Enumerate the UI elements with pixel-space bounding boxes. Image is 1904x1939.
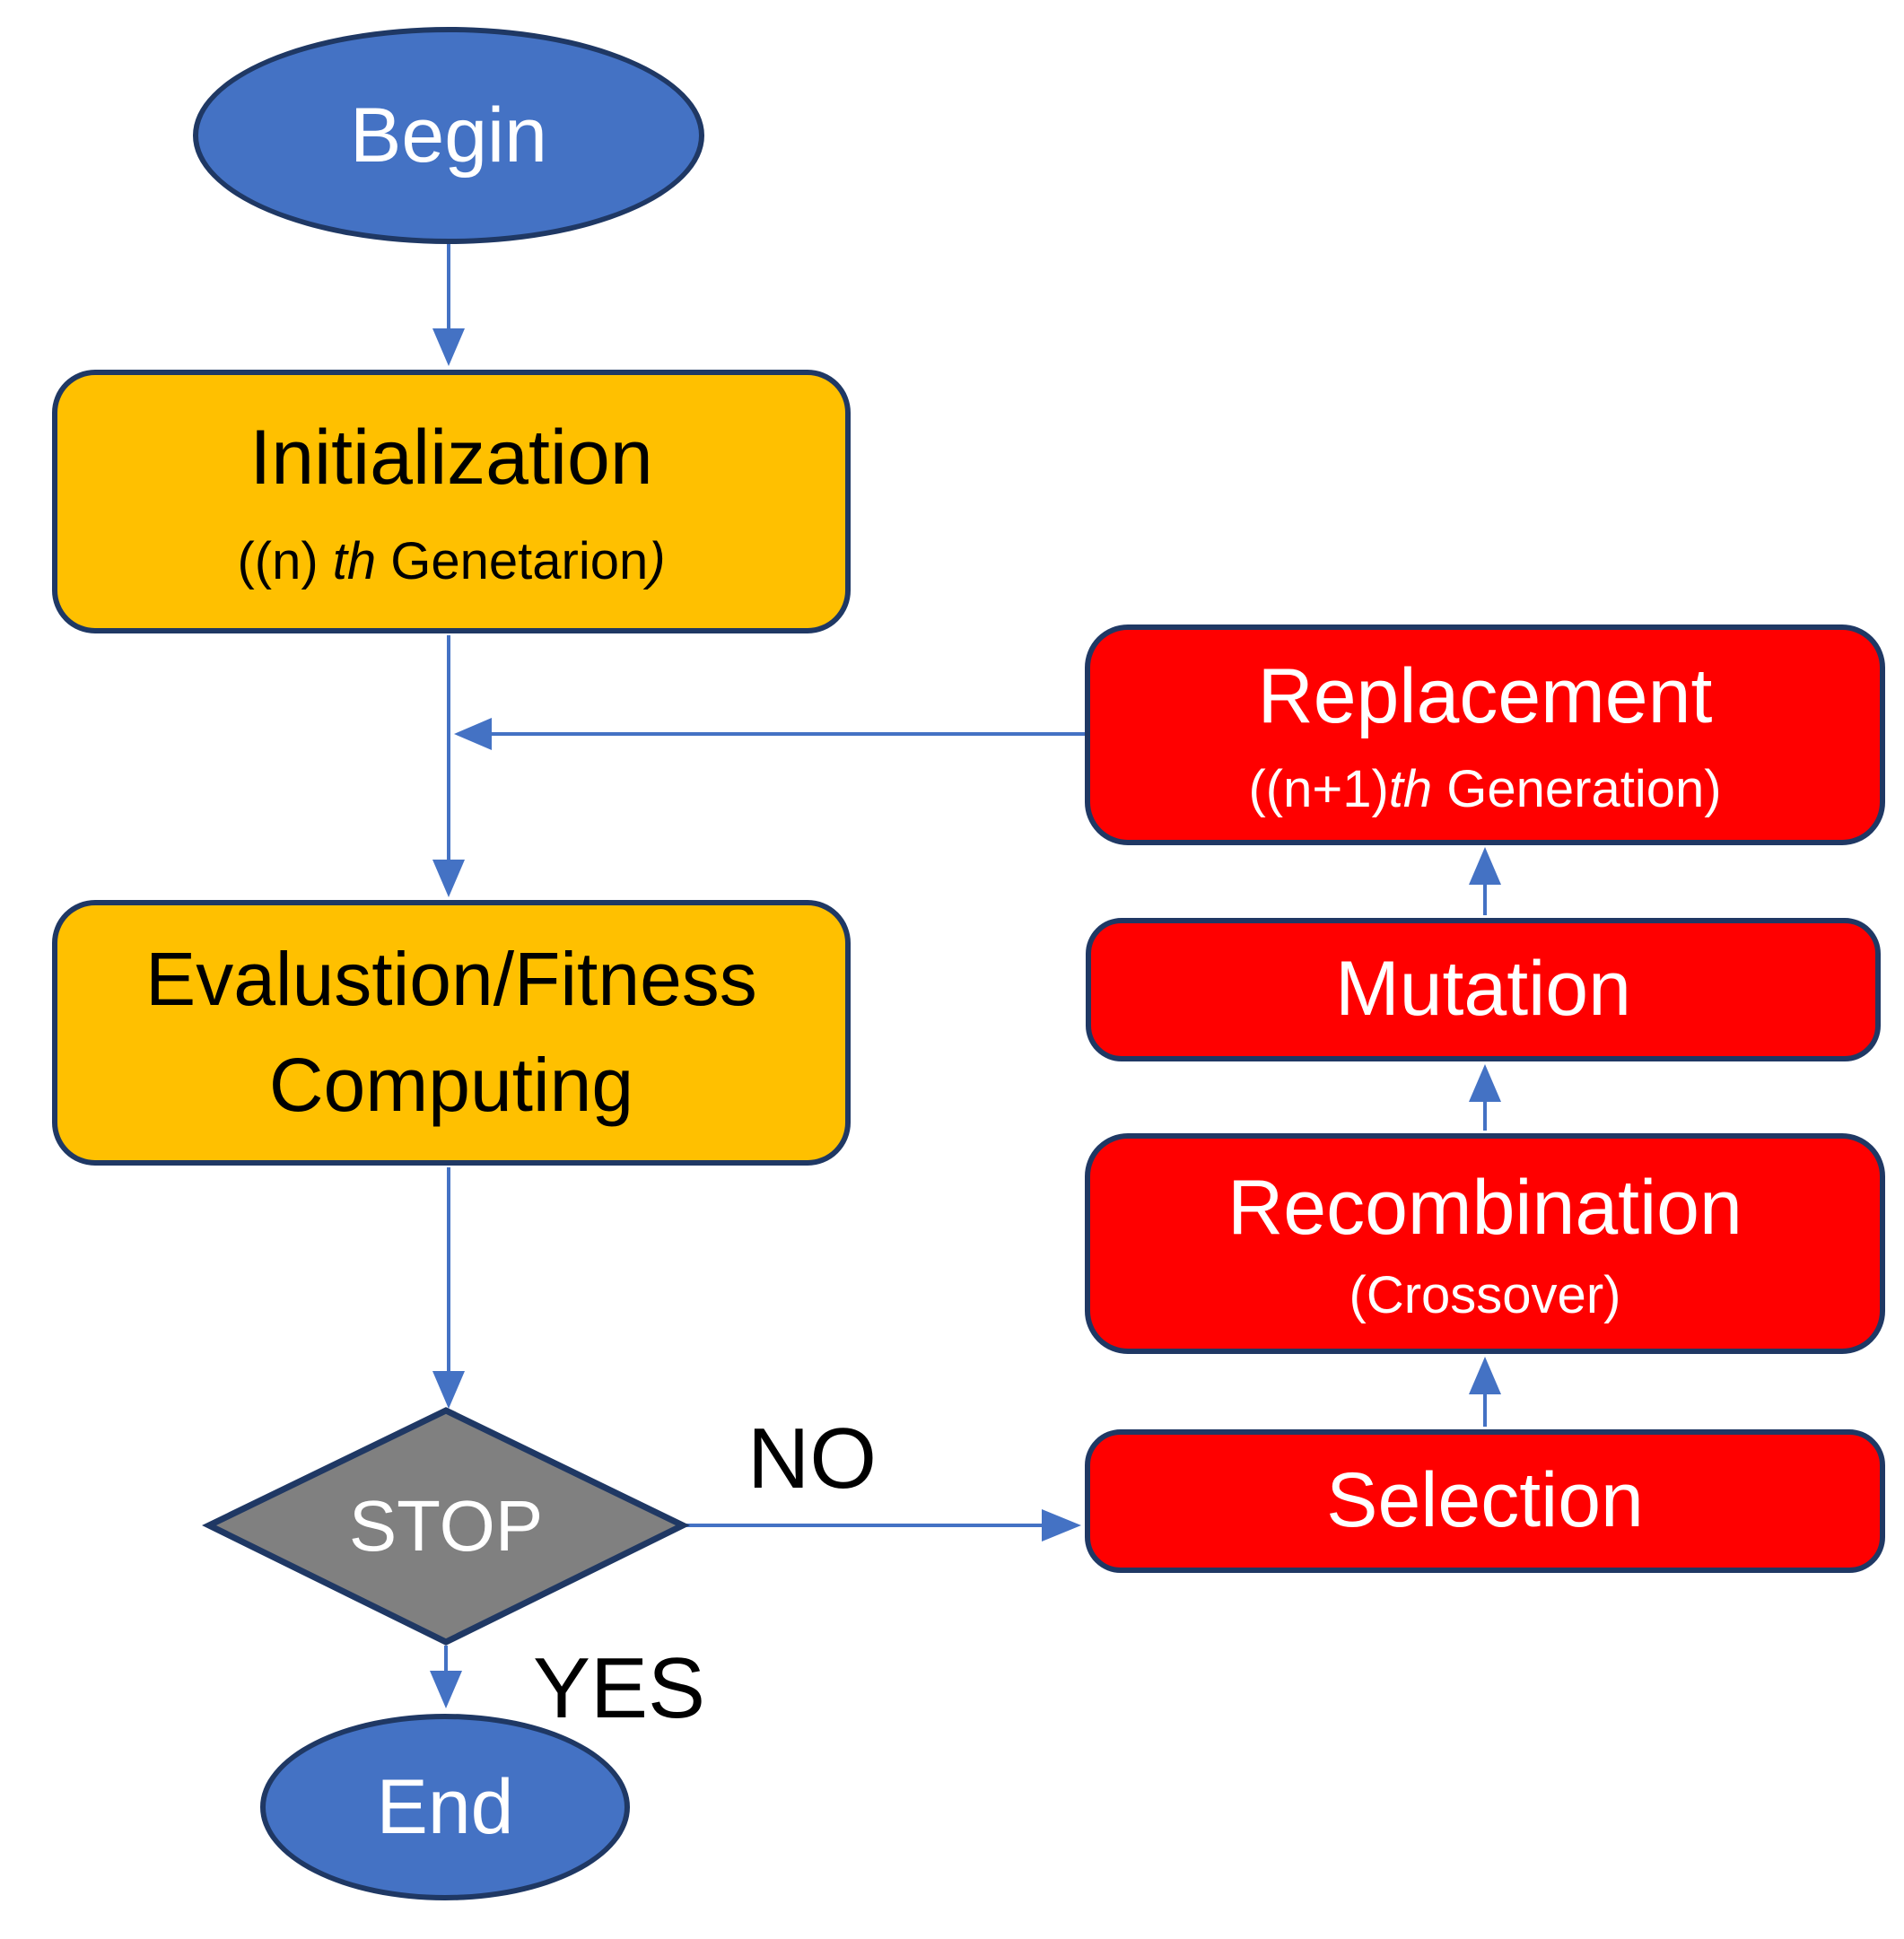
edge-recombination-to-mutation — [1469, 1064, 1501, 1131]
yes-branch-label: YES — [532, 1640, 706, 1736]
initialization-title: Initialization — [249, 415, 653, 502]
mutation-title: Mutation — [1335, 946, 1631, 1033]
recombination-node: Recombination (Crossover) — [1085, 1133, 1885, 1354]
selection-node: Selection — [1085, 1429, 1885, 1573]
subtitle-italic-text: th — [1388, 759, 1433, 818]
recombination-title: Recombination — [1227, 1165, 1742, 1252]
stop-decision-diamond — [202, 1407, 690, 1646]
mutation-node: Mutation — [1086, 918, 1881, 1061]
arrowhead-down-icon — [432, 328, 465, 366]
arrowhead-down-icon — [432, 860, 465, 897]
end-label: End — [376, 1763, 514, 1850]
subtitle-text: ((n+1) — [1248, 759, 1389, 818]
arrowhead-down-icon — [430, 1671, 462, 1708]
subtitle-text: Generation) — [1432, 759, 1722, 818]
stop-label: STOP — [348, 1486, 544, 1566]
arrowhead-left-icon — [454, 718, 492, 750]
edge-replacement-to-junction — [454, 718, 1085, 750]
arrowhead-right-icon — [1042, 1509, 1081, 1542]
replacement-node: Replacement ((n+1)th Generation) — [1085, 624, 1885, 845]
evaluation-node: Evalustion/Fitness Computing — [52, 900, 851, 1166]
edge-begin-to-initialization — [432, 244, 465, 366]
replacement-title: Replacement — [1257, 653, 1713, 740]
recombination-subtitle: (Crossover) — [1349, 1265, 1621, 1324]
subtitle-text: Genetarion — [376, 531, 649, 590]
edge-selection-to-recombination — [1469, 1357, 1501, 1427]
edge-evaluation-to-stop — [432, 1167, 465, 1409]
selection-title: Selection — [1326, 1457, 1644, 1544]
edge-stop-to-selection — [686, 1509, 1081, 1542]
subtitle-italic-text: ) — [648, 531, 666, 590]
arrowhead-up-icon — [1469, 847, 1501, 885]
arrowhead-down-icon — [432, 1371, 465, 1409]
initialization-subtitle: ((n) th Genetarion) — [237, 530, 665, 593]
evaluation-title-line2: Computing — [268, 1043, 634, 1127]
edge-initialization-to-evaluation — [432, 635, 465, 897]
subtitle-text: ((n) — [237, 531, 333, 590]
initialization-node: Initialization ((n) th Genetarion) — [52, 370, 851, 633]
begin-node: Begin — [193, 27, 704, 244]
arrowhead-up-icon — [1469, 1064, 1501, 1102]
subtitle-italic-text: th — [332, 531, 377, 590]
arrowhead-up-icon — [1469, 1357, 1501, 1394]
replacement-subtitle: ((n+1)th Generation) — [1248, 758, 1721, 821]
no-branch-label: NO — [747, 1411, 877, 1507]
edge-stop-to-end — [430, 1646, 462, 1708]
evaluation-title-line1: Evalustion/Fitness — [145, 937, 757, 1022]
end-node: End — [260, 1714, 630, 1900]
begin-label: Begin — [350, 92, 547, 179]
edge-mutation-to-replacement — [1469, 847, 1501, 915]
